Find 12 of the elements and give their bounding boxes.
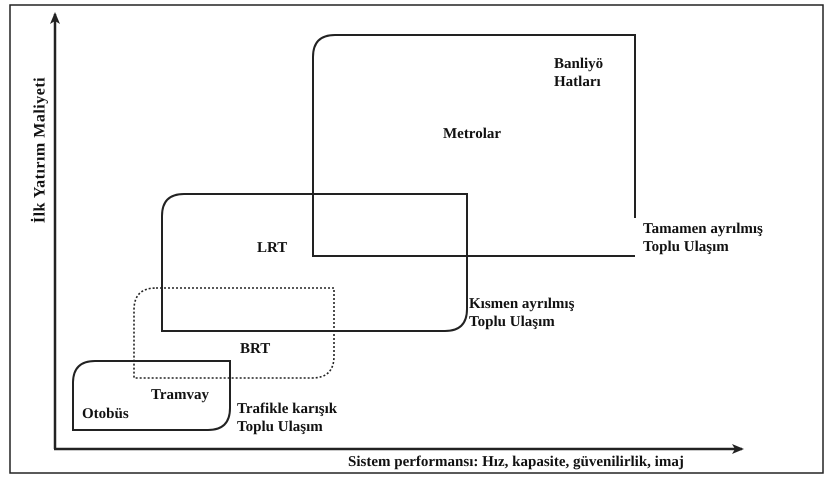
mode-label: Tramvay (151, 386, 210, 404)
axis-title: Sistem performansı: Hız, kapasite, güvenilirlik, imaj (348, 453, 684, 471)
region-label: BRT (240, 340, 272, 358)
region-label: Banliyö Hatları (554, 55, 604, 91)
dotted-region (134, 288, 334, 378)
category-label: Tamamen ayrılmış Toplu Ulaşım (643, 220, 764, 256)
axis-title: İlk Yatırım Maliyeti (30, 76, 50, 224)
category-label: Trafikle karışık Toplu Ulaşım (237, 400, 338, 436)
region-label: Metrolar (443, 125, 502, 143)
category-label: Kısmen ayrılmış Toplu Ulaşım (469, 295, 576, 331)
region-label: LRT (257, 239, 288, 257)
region-label: Otobüs (82, 405, 130, 423)
